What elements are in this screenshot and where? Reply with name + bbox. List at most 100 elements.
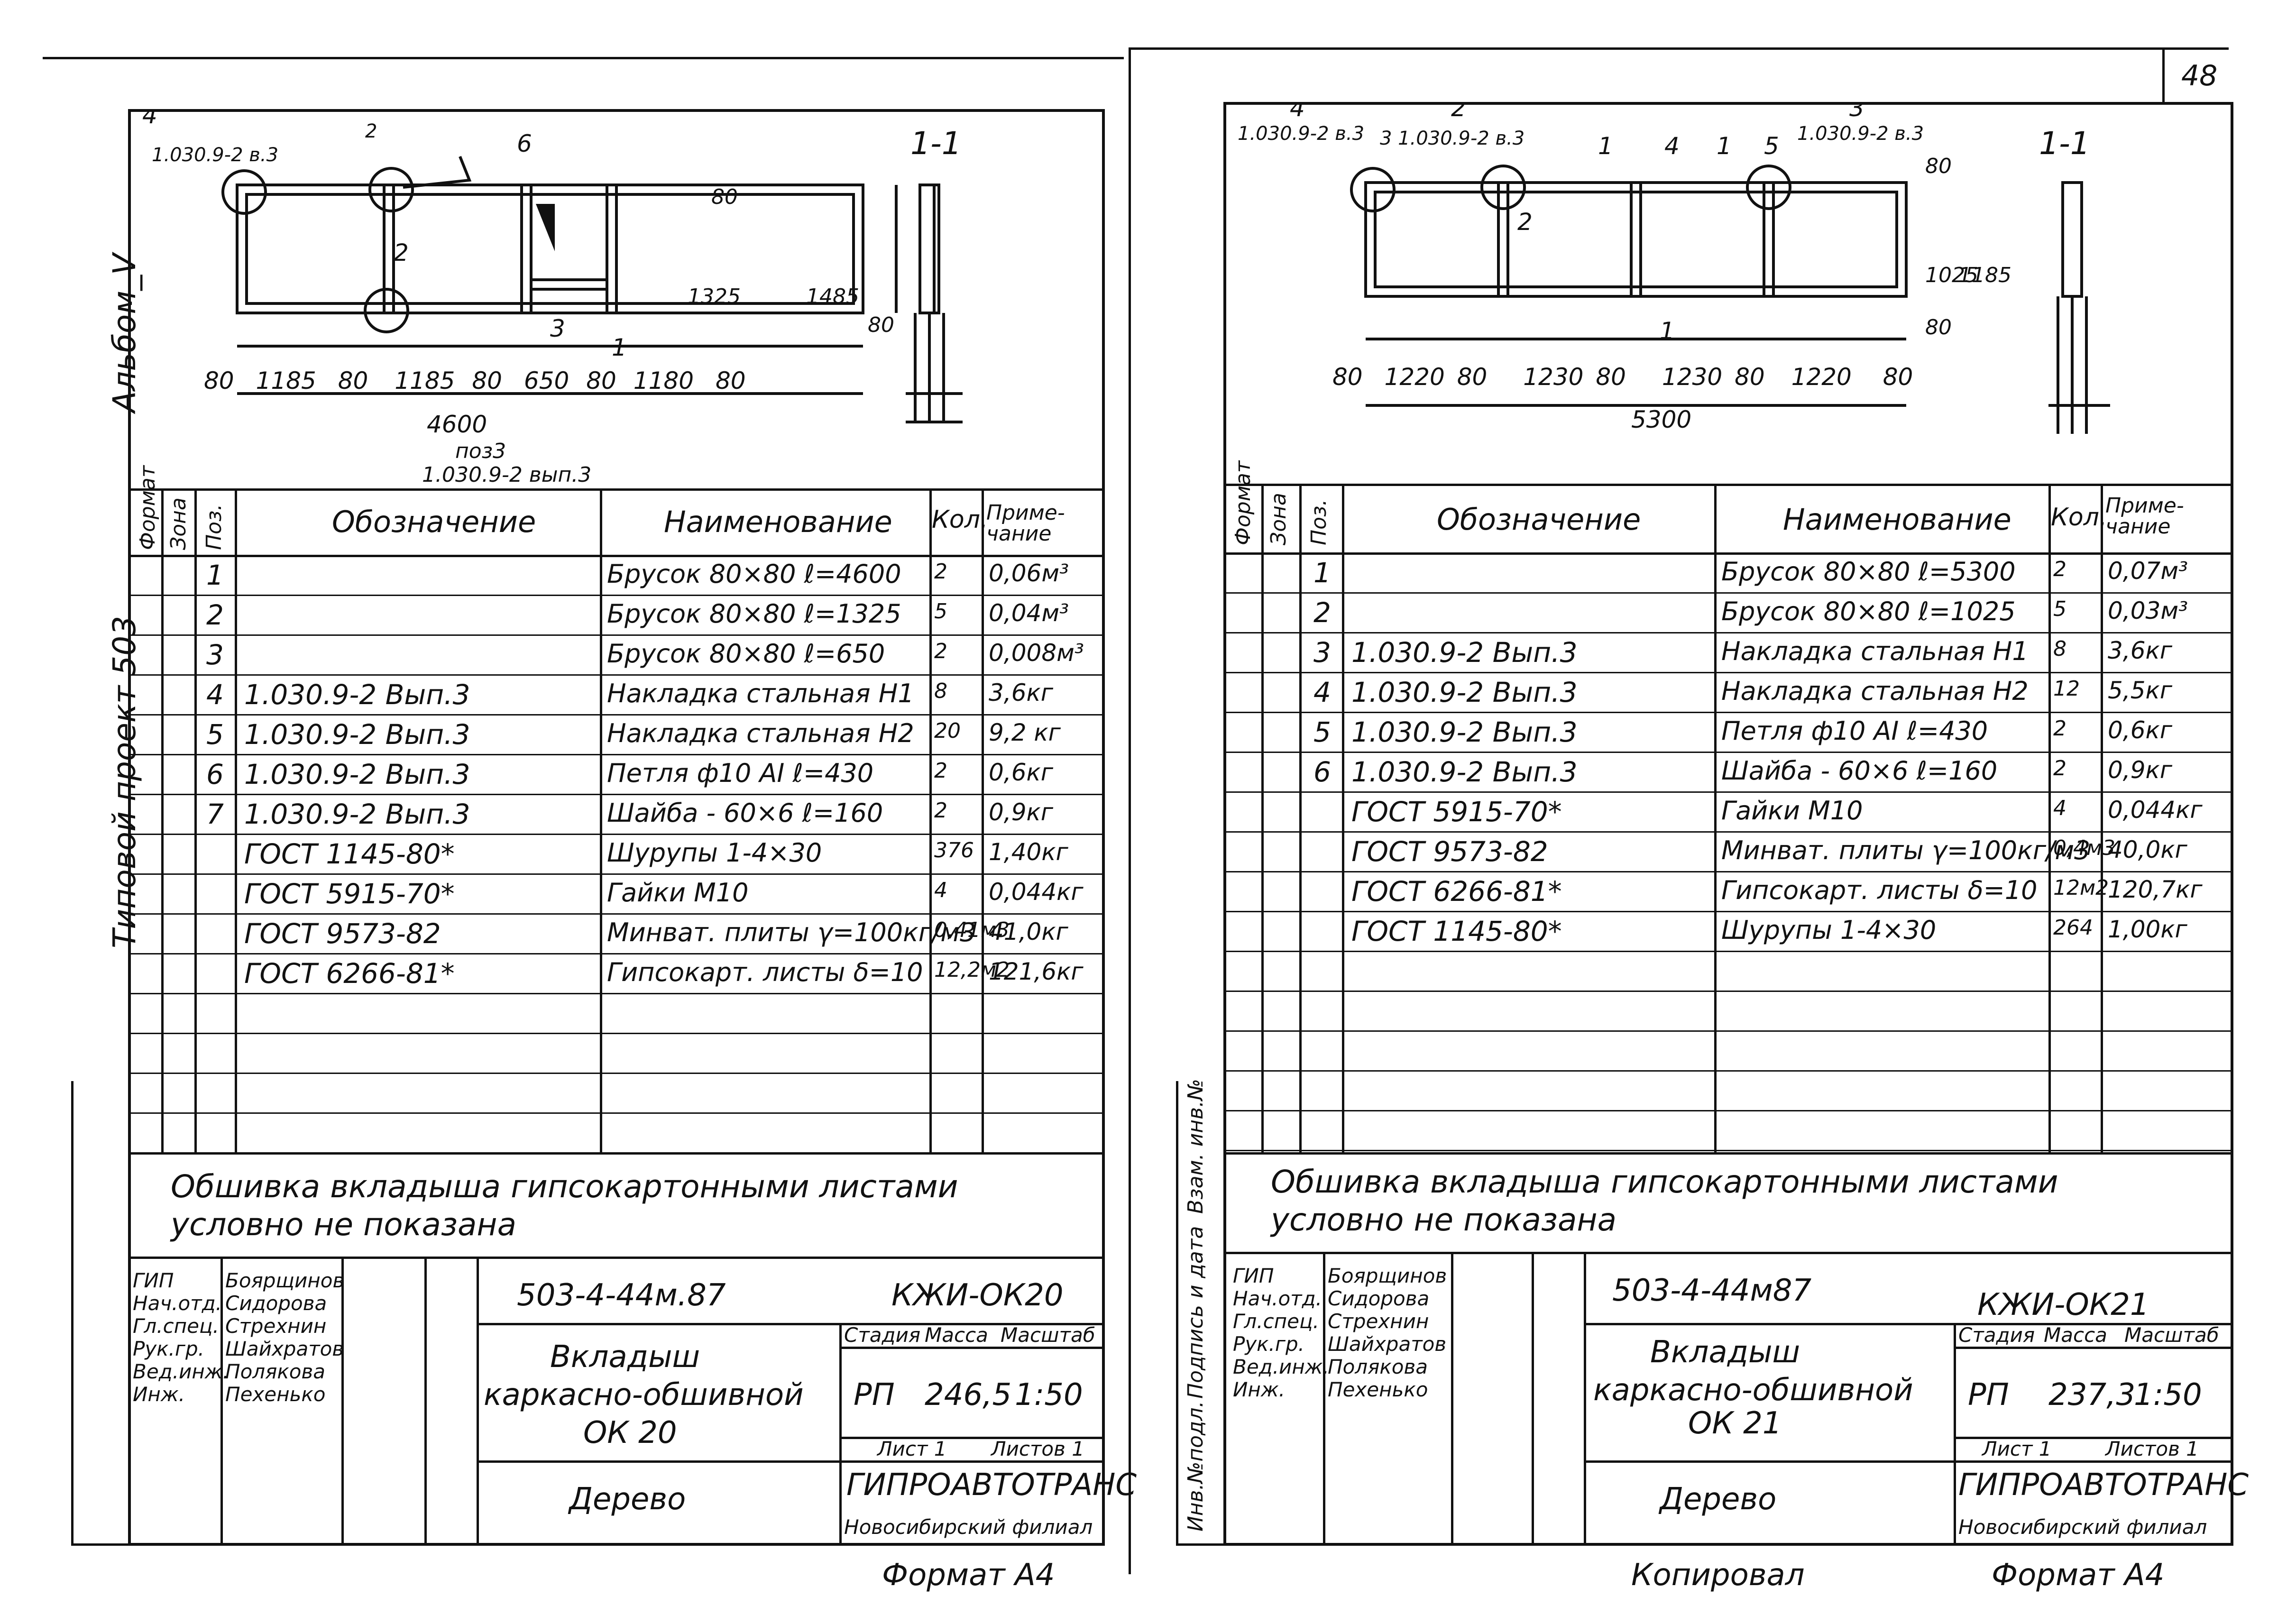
spec-qty: 4 (934, 878, 947, 902)
spec-name: Минват. плиты γ=100кг/м3 (1721, 835, 2091, 865)
spec-note: 0,06м³ (989, 560, 1069, 587)
spec-name: Шурупы 1-4×30 (1721, 915, 1937, 945)
hdr-note-r: Приме-чание (2105, 494, 2184, 539)
svg-text:1: 1 (1598, 132, 1613, 160)
left-sheet: Лист 1 (877, 1437, 947, 1460)
svg-text:3 1.030.9-2 в.3: 3 1.030.9-2 в.3 (1380, 128, 1525, 149)
spec-pos: 2 (1313, 596, 1331, 629)
stamp-name: Стрехнин (225, 1314, 327, 1338)
spec-designation: 1.030.9-2 Вып.3 (244, 798, 470, 830)
left-section-label: 1-1 (910, 125, 962, 162)
row-line (128, 714, 1105, 716)
row-line (1223, 951, 2233, 952)
spec-designation: ГОСТ 5915-70* (1351, 796, 1562, 828)
stamp-name: Боярщинов (1328, 1264, 1447, 1287)
spec-qty: 264 (2053, 916, 2093, 940)
right-format: Формат А4 (1992, 1558, 2165, 1593)
stamp-role: ГИП (1233, 1264, 1274, 1287)
spec-name: Брусок 80×80 ℓ=4600 (607, 559, 901, 589)
spec-name: Шурупы 1-4×30 (607, 838, 822, 868)
spec-qty: 2 (2053, 756, 2066, 780)
spec-designation: ГОСТ 5915-70* (244, 878, 455, 910)
row-line (128, 873, 1105, 875)
dim: 80 (472, 367, 502, 395)
left-margin-strip-bottom (71, 1543, 130, 1546)
svg-text:2: 2 (394, 239, 409, 266)
spec-note: 0,6кг (989, 759, 1053, 786)
spec-pos: 3 (1313, 636, 1331, 669)
spec-note: 0,044кг (989, 878, 1084, 906)
right-stamp-title2: каркасно-обшивной (1593, 1373, 1913, 1408)
center-divider (1129, 47, 1131, 1574)
stamp-line (477, 1460, 1105, 1463)
right-table-bottom (1223, 1152, 2233, 1155)
spec-qty: 12м2 (2053, 876, 2109, 900)
hdr-qty: Кол. (932, 505, 988, 534)
stamp-role: Рук.гр. (133, 1337, 204, 1360)
left-material: Дерево (569, 1482, 686, 1517)
row-line (1223, 632, 2233, 633)
row-line (1223, 991, 2233, 992)
right-note-line1: Обшивка вкладыша гипсокартонными листами (1271, 1164, 2058, 1200)
spec-note: 0,03м³ (2108, 597, 2188, 624)
stamp-line (477, 1323, 1105, 1325)
row-line (1223, 871, 2233, 872)
margin-vzam: Взам. инв.№ (1184, 1079, 1208, 1214)
spec-designation: ГОСТ 1145-80* (244, 838, 455, 870)
svg-text:80: 80 (1925, 154, 1952, 178)
left-stamp-top (128, 1257, 1105, 1259)
col-line (982, 488, 984, 1152)
right-stamp-mark: КЖИ-ОК21 (1977, 1287, 2149, 1322)
spec-pos: 6 (1313, 756, 1331, 788)
left-margin-strip (71, 1081, 73, 1546)
left-scale: 1:50 (1015, 1377, 1083, 1413)
spec-qty: 0,41м3 (934, 918, 1010, 942)
spec-pos: 2 (206, 599, 224, 631)
stamp-name: Стрехнин (1328, 1310, 1429, 1333)
spec-qty: 376 (934, 838, 974, 862)
spec-pos: 4 (1313, 676, 1331, 708)
spec-qty: 2 (934, 798, 947, 823)
top-rule-left (43, 57, 1124, 59)
spec-qty: 20 (934, 719, 961, 743)
stamp-role: Инж. (1233, 1378, 1286, 1401)
spec-note: 1,00кг (2108, 916, 2187, 943)
hdr-pos-r: Поз. (1307, 499, 1331, 545)
spec-qty: 5 (2053, 597, 2066, 621)
left-stamp-title1: Вкладыш (550, 1340, 700, 1375)
dim: 1180 (633, 367, 694, 395)
spec-pos: 6 (206, 758, 224, 790)
left-org2: Новосибирский филиал (844, 1515, 1093, 1539)
spec-designation: ГОСТ 6266-81* (1351, 875, 1562, 908)
right-org2: Новосибирский филиал (1958, 1515, 2207, 1539)
svg-text:1.030.9-2 в.3: 1.030.9-2 в.3 (1797, 123, 1924, 145)
svg-text:2: 2 (1451, 102, 1466, 122)
row-line (1223, 791, 2233, 793)
dim: 80 (586, 367, 616, 395)
right-stamp-top (1223, 1252, 2233, 1254)
spec-name: Минват. плиты γ=100кг/м3 (607, 918, 976, 947)
stamp-name: Сидорова (1328, 1287, 1430, 1310)
spec-name: Петля ф10 АI ℓ=430 (1721, 716, 1988, 746)
right-mass-h: Масса (2044, 1323, 2107, 1347)
col-line (2101, 484, 2103, 1152)
spec-designation: ГОСТ 1145-80* (1351, 915, 1562, 947)
right-stage-h: Стадия (1958, 1323, 2035, 1347)
left-stamp-mark: КЖИ-ОК20 (891, 1278, 1064, 1313)
spec-name: Брусок 80×80 ℓ=650 (607, 639, 885, 669)
dim: 80 (1883, 363, 1913, 391)
spec-note: 121,6кг (989, 958, 1084, 985)
row-line (1223, 1070, 2233, 1072)
stamp-role: Вед.инж. (133, 1360, 229, 1383)
spec-name: Накладка стальная Н2 (607, 718, 914, 748)
spec-note: 1,40кг (989, 838, 1068, 866)
row-line (128, 794, 1105, 795)
spec-pos: 5 (206, 718, 224, 751)
stamp-role: Нач.отд. (133, 1292, 222, 1315)
right-material: Дерево (1660, 1482, 1777, 1517)
left-scale-h: Масштаб (1001, 1323, 1095, 1347)
left-pos-ref: 1.030.9-2 вып.3 (422, 463, 592, 487)
left-total-dim: 4600 (427, 411, 487, 438)
spec-qty: 2 (2053, 716, 2066, 741)
stamp-line (1584, 1460, 2233, 1463)
